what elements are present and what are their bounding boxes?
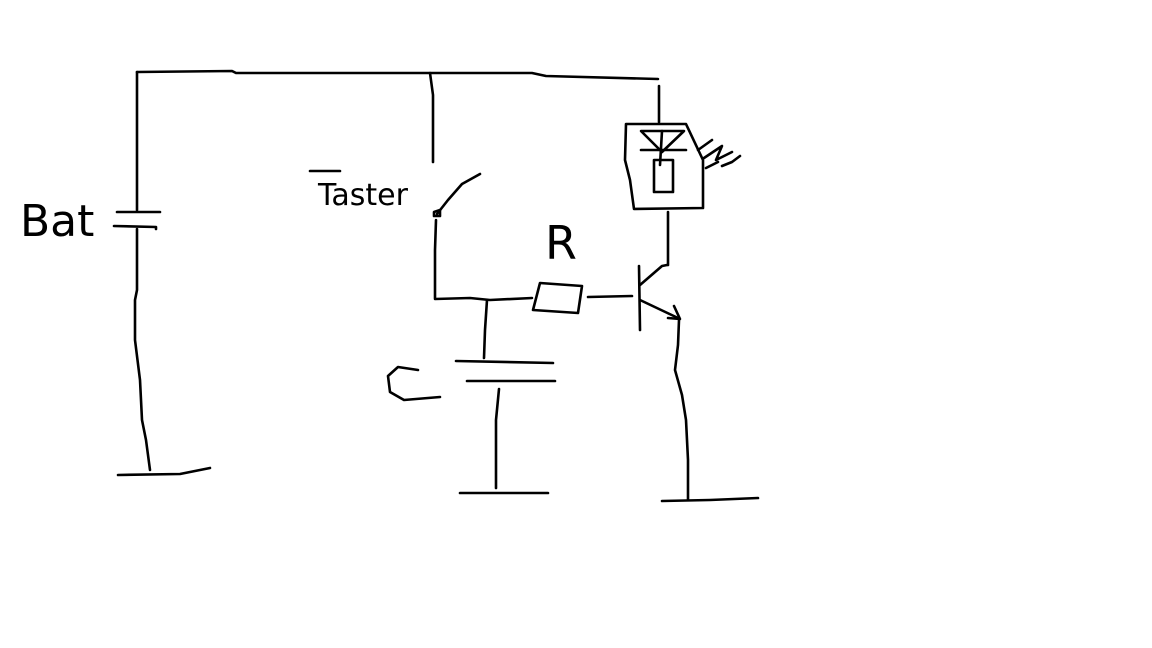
emitter-to-ground-wire [673, 318, 690, 502]
push-button-switch-icon [428, 71, 482, 300]
capacitor-label [386, 365, 442, 402]
light-emission-icon [696, 138, 742, 170]
led-body [652, 158, 675, 194]
led-icon [623, 84, 705, 211]
battery-plate-short [112, 224, 158, 231]
transistor-emitter [638, 298, 680, 320]
battery-symbol-icon [112, 70, 162, 472]
node-wire [433, 296, 534, 302]
switch-lower-lead [433, 218, 438, 300]
transistor-base-bar [637, 264, 642, 332]
switch-upper-lead [428, 71, 435, 164]
switch-actuator [435, 172, 482, 216]
ground-icon [116, 466, 212, 477]
capacitor-symbol-icon [454, 298, 557, 490]
resistor-to-base-wire [586, 294, 634, 299]
transistor-collector [638, 263, 669, 287]
led-housing [623, 122, 705, 211]
capacitor-plate-top [454, 359, 555, 365]
switch-contact [432, 208, 442, 218]
transistor-emitter-arrow [666, 304, 682, 321]
resistor-icon [531, 281, 584, 315]
capacitor-upper-lead [482, 298, 489, 360]
top-rail-wire [135, 69, 660, 81]
resistor-label: R [545, 216, 577, 270]
transistor-ground-icon [660, 496, 760, 503]
battery-lower-lead [133, 227, 152, 472]
switch-label: Taster [317, 178, 409, 213]
capacitor-label-text: C [0, 0, 1, 1]
capacitor-lower-lead [494, 387, 501, 490]
battery-label: Bat [20, 196, 94, 247]
npn-transistor-icon [637, 263, 682, 332]
